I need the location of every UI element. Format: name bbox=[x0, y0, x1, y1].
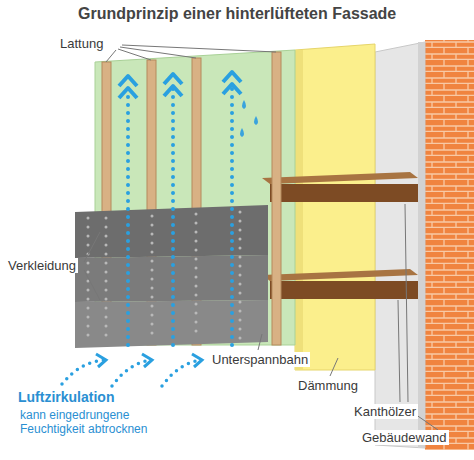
air-inflow bbox=[62, 360, 200, 386]
water-drop bbox=[240, 128, 244, 137]
part-label: Lattung bbox=[58, 36, 105, 51]
wall-render bbox=[375, 42, 425, 448]
wall-side bbox=[418, 42, 425, 448]
leader-line bbox=[398, 204, 408, 402]
cladding-panel bbox=[75, 300, 268, 348]
leader-line bbox=[106, 45, 276, 62]
timber-top bbox=[262, 269, 418, 281]
leader-line bbox=[330, 358, 338, 376]
water-drop bbox=[254, 116, 258, 125]
timber-beam bbox=[270, 281, 418, 299]
leader-line bbox=[84, 232, 100, 300]
part-label: Dämmung bbox=[296, 378, 360, 393]
cladding-panel bbox=[75, 255, 268, 302]
leader-line bbox=[258, 334, 262, 350]
air-arrowhead bbox=[96, 354, 202, 367]
timber-beam bbox=[270, 184, 418, 202]
insulation-side bbox=[295, 50, 303, 370]
air-flow bbox=[128, 82, 232, 345]
part-label: Gebäudewand bbox=[360, 430, 449, 445]
air-arrowhead bbox=[119, 72, 241, 98]
panel-dots bbox=[88, 212, 240, 340]
flow-heading: Luftzirkulation bbox=[16, 390, 116, 405]
part-label: Kanthölzer bbox=[352, 404, 418, 419]
part-label: Unterspannbahn bbox=[210, 352, 310, 367]
part-label: Verkleidung bbox=[6, 258, 78, 273]
batten bbox=[272, 52, 281, 345]
flow-note: kann eingedrungene Feuchtigkeit abtrockn… bbox=[18, 408, 162, 436]
brick-wall bbox=[425, 40, 474, 450]
water-drop bbox=[242, 100, 246, 109]
timber-top bbox=[262, 172, 418, 184]
insulation bbox=[295, 44, 375, 370]
diagram-title: Grundprinzip einer hinterlüfteten Fassad… bbox=[76, 6, 398, 21]
